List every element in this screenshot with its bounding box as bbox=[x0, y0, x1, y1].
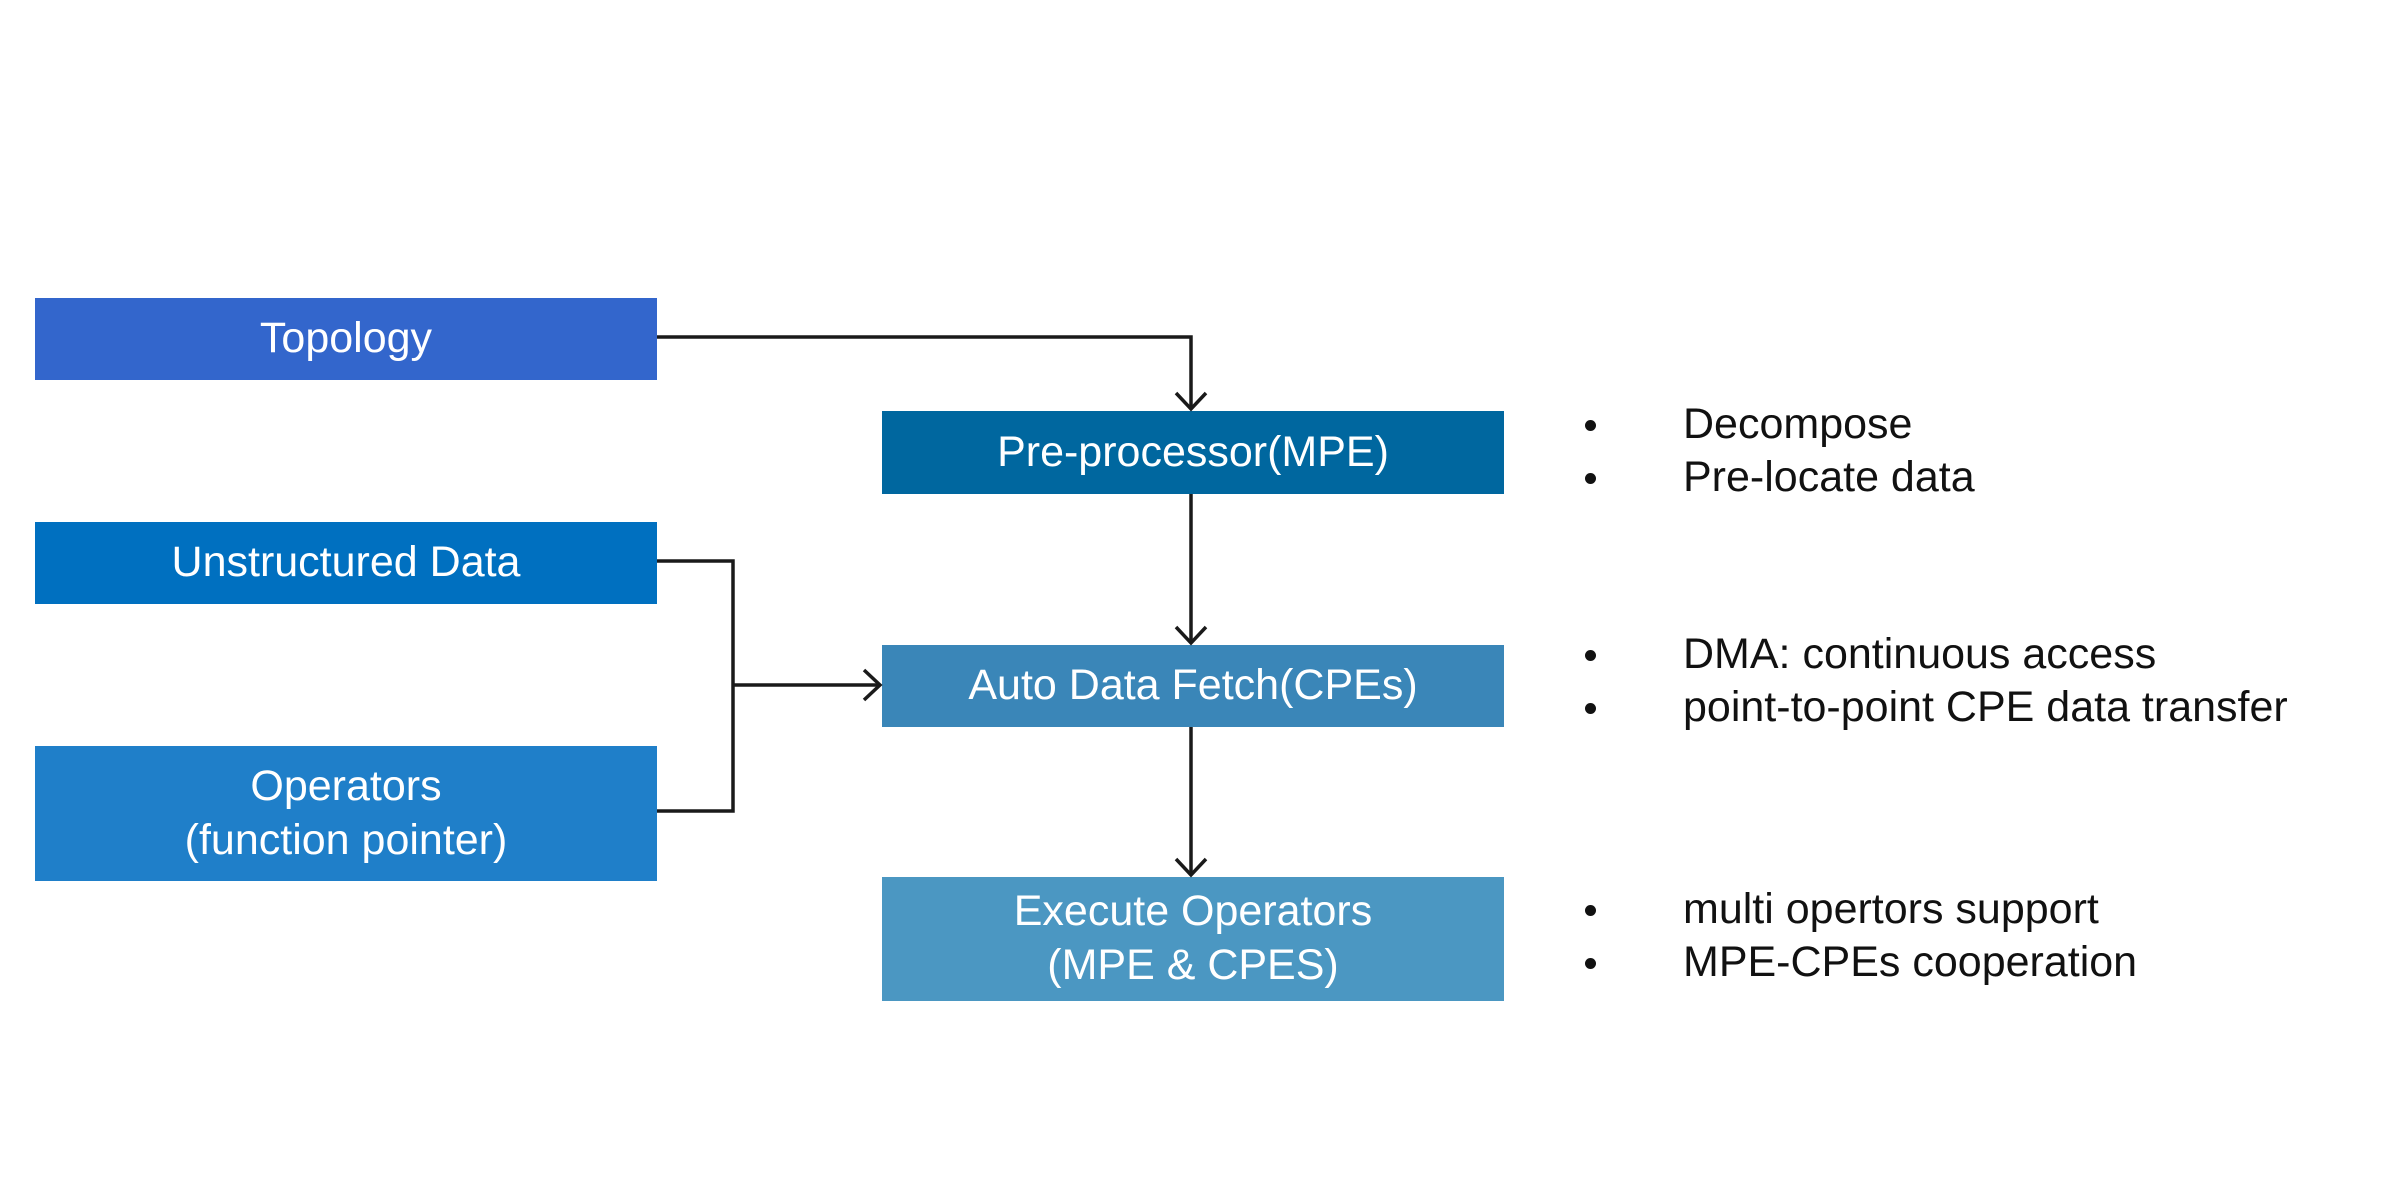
list-item: MPE-CPEs cooperation bbox=[1580, 936, 2137, 989]
preprocessor-notes: Decompose Pre-locate data bbox=[1580, 398, 1975, 504]
execute-operators-notes: multi opertors support MPE-CPEs cooperat… bbox=[1580, 883, 2137, 989]
merge-arrowhead bbox=[862, 668, 883, 702]
auto-data-fetch-notes: DMA: continuous access point-to-point CP… bbox=[1580, 628, 2288, 734]
list-item: point-to-point CPE data transfer bbox=[1580, 681, 2288, 734]
preprocessor-box: Pre-processor(MPE) bbox=[882, 411, 1504, 494]
unstructured-data-box: Unstructured Data bbox=[35, 522, 657, 604]
topology-box: Topology bbox=[35, 298, 657, 380]
fetch-arrowhead bbox=[1174, 857, 1208, 878]
auto-data-fetch-box: Auto Data Fetch(CPEs) bbox=[882, 645, 1504, 727]
unstructured-data-connector bbox=[657, 559, 735, 813]
operators-box: Operators (function pointer) bbox=[35, 746, 657, 881]
operators-label-line-1: Operators bbox=[250, 761, 442, 810]
unstructured-data-label: Unstructured Data bbox=[171, 538, 521, 587]
operators-label-line-2: (function pointer) bbox=[184, 815, 508, 864]
execute-operators-label-line-2: (MPE & CPES) bbox=[1047, 941, 1339, 989]
list-item: Decompose bbox=[1580, 398, 1975, 451]
execute-operators-label-line-1: Execute Operators bbox=[1013, 887, 1373, 936]
auto-data-fetch-label: Auto Data Fetch(CPEs) bbox=[968, 661, 1418, 710]
execute-operators-box: Execute Operators (MPE & CPES) bbox=[882, 877, 1504, 1001]
preprocessor-label: Pre-processor(MPE) bbox=[997, 427, 1389, 476]
list-item: Pre-locate data bbox=[1580, 451, 1975, 504]
topology-arrowhead bbox=[1174, 391, 1208, 412]
list-item: multi opertors support bbox=[1580, 883, 2137, 936]
list-item: DMA: continuous access bbox=[1580, 628, 2288, 681]
topology-to-preprocessor-arrow bbox=[657, 335, 1193, 409]
preprocessor-arrowhead bbox=[1174, 625, 1208, 646]
topology-label: Topology bbox=[259, 314, 433, 363]
